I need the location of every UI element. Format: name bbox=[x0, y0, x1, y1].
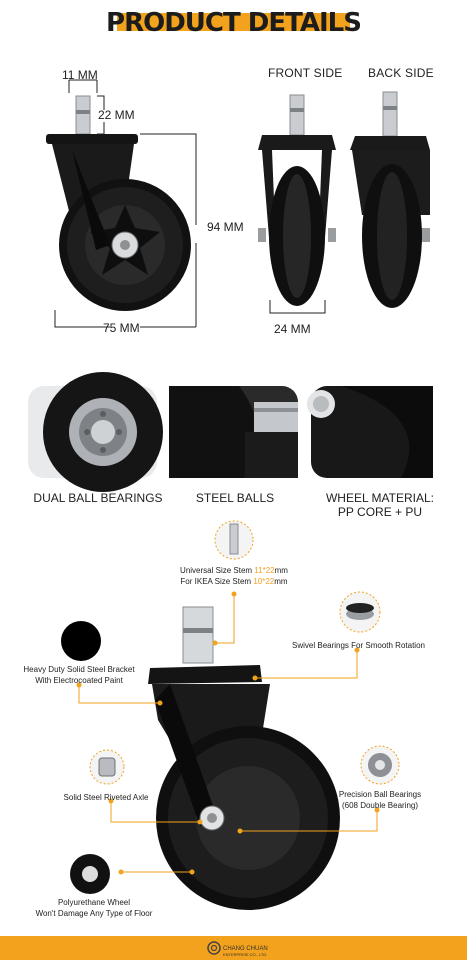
callout-axle: Solid Steel Riveted Axle bbox=[63, 793, 149, 802]
callout-bracket: Heavy Duty Solid Steel Bracket With Elec… bbox=[18, 664, 140, 686]
footer-brand-sub: ENTERPRISE CO., LTD. bbox=[223, 952, 268, 957]
callout-wheel-line1: Polyurethane Wheel bbox=[57, 898, 131, 907]
label-front-side: FRONT SIDE bbox=[268, 66, 343, 80]
label-wheel-material: WHEEL MATERIAL: bbox=[325, 491, 435, 505]
callout-precision-line2: (608 Double Bearing) bbox=[341, 801, 419, 810]
label-wheel-material-detail: PP CORE + PU bbox=[337, 505, 423, 519]
brand-logo-icon bbox=[207, 941, 221, 955]
callout-bracket-line1: Heavy Duty Solid Steel Bracket bbox=[23, 665, 135, 674]
callout-stem-universal: Universal Size Stem 11*22mm bbox=[180, 566, 288, 575]
callout-stem-ikea: For IKEA Size Stem 10*22mm bbox=[180, 577, 288, 586]
dim-wheel-width: 24 MM bbox=[274, 322, 311, 336]
callout-wheel-line2: Won't Damage Any Type of Floor bbox=[35, 909, 153, 918]
detail-photo-steel-balls bbox=[169, 386, 298, 478]
dim-stem-width: 11 MM bbox=[62, 68, 98, 82]
label-dual-ball-bearings: DUAL BALL BEARINGS bbox=[33, 491, 163, 505]
dim-stem-height: 22 MM bbox=[98, 108, 135, 122]
page-title: PRODUCT DETAILS bbox=[106, 8, 362, 38]
detail-photo-wheel-material bbox=[307, 386, 433, 478]
dim-wheel-diameter: 75 MM bbox=[103, 321, 140, 335]
title-bar bbox=[117, 13, 350, 31]
footer-brand-name: CHANG CHUAN bbox=[223, 946, 268, 952]
callout-bracket-line2: With Electrocoated Paint bbox=[35, 676, 123, 685]
label-steel-balls: STEEL BALLS bbox=[195, 491, 275, 505]
label-back-side: BACK SIDE bbox=[368, 66, 434, 80]
dim-height: 94 MM bbox=[207, 220, 244, 234]
callout-stem: Universal Size Stem 11*22mm For IKEA Siz… bbox=[170, 565, 298, 587]
callout-precision-line1: Precision Ball Bearings bbox=[338, 790, 422, 799]
callout-precision-bearings: Precision Ball Bearings (608 Double Bear… bbox=[330, 789, 430, 811]
footer-brand: CHANG CHUAN ENTERPRISE CO., LTD. bbox=[223, 946, 268, 958]
callout-wheel: Polyurethane Wheel Won't Damage Any Type… bbox=[30, 897, 158, 919]
footer-bar bbox=[0, 936, 467, 960]
callout-swivel-bearings: Swivel Bearings For Smooth Rotation bbox=[292, 641, 425, 650]
detail-photo-bearings bbox=[28, 372, 163, 492]
